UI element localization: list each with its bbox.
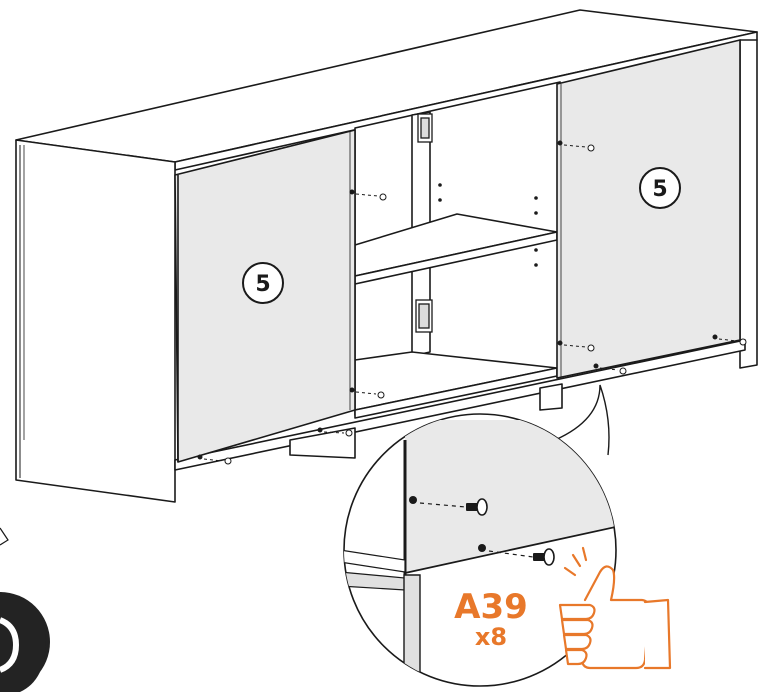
thumbs-up-icon (558, 546, 672, 670)
panel-number-right: 5 (639, 167, 681, 209)
screw-icon (557, 340, 595, 352)
hinges (415, 113, 433, 333)
shelf-pin-holes (438, 183, 538, 267)
screw-icon (409, 496, 488, 516)
screw-markers (197, 140, 747, 465)
cabinet-right-side (739, 39, 758, 369)
part-code: A39 (454, 587, 528, 627)
panel-number-left-text: 5 (255, 272, 270, 297)
screw-icon (712, 334, 747, 346)
screw-icon (557, 140, 595, 152)
cabinet-foot-left (289, 427, 356, 459)
screw-icon (349, 387, 385, 399)
cabinet-left-side (15, 139, 176, 503)
screw-icon (478, 544, 555, 566)
magnifier-callout (343, 384, 617, 687)
cabinet (15, 9, 758, 503)
screw-icon (349, 189, 387, 201)
screw-icon (317, 427, 353, 437)
panel-number-right-text: 5 (652, 177, 667, 202)
cabinet-foot-right (539, 383, 563, 411)
screw-icon (593, 363, 627, 375)
screw-icon (197, 454, 232, 465)
panel-number-left: 5 (242, 262, 284, 304)
edge-mark-top (0, 527, 9, 546)
door-right (556, 39, 741, 379)
part-quantity: x8 (475, 623, 507, 651)
